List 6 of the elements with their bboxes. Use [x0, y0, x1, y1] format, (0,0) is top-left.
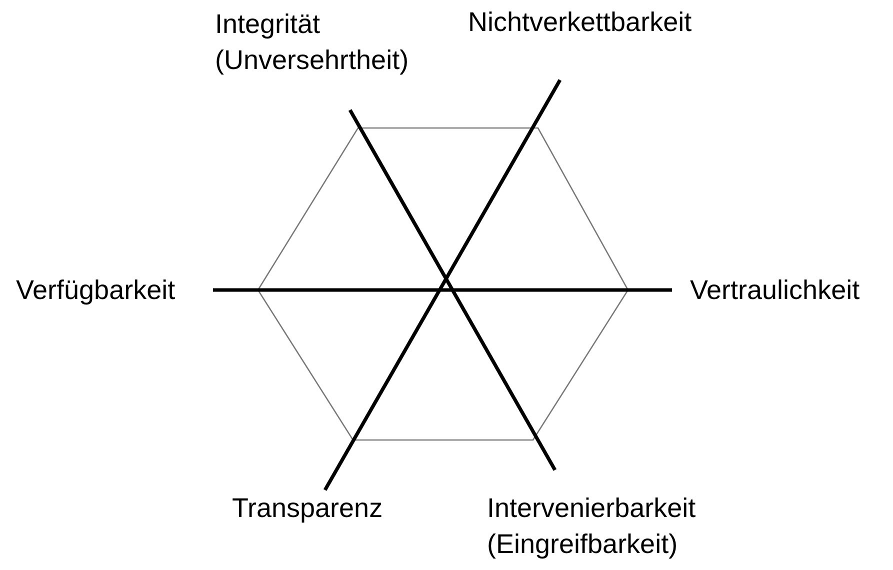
axis-label: Integrität (Unversehrtheit)	[215, 8, 410, 77]
axis-label: Nichtverkettbarkeit	[468, 6, 692, 39]
axis-label: Transparenz	[232, 492, 383, 525]
axis-label: Vertraulichkeit	[690, 274, 860, 307]
axis-label: Verfügbarkeit	[16, 274, 176, 307]
axis-label: Intervenierbarkeit (Eingreifbarkeit)	[487, 492, 697, 561]
